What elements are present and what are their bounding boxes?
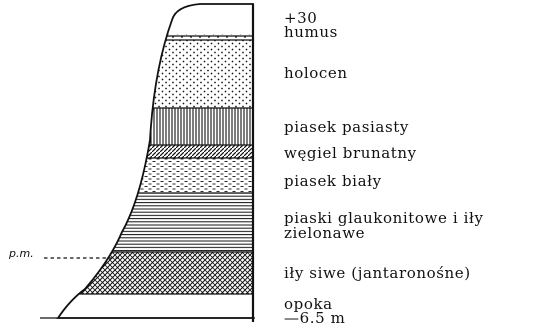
layer-piasek-pasiasty [40,108,254,145]
layer-label-humus: humus [284,25,338,40]
layer-label-wegiel-brunatny: węgiel brunatny [284,146,417,161]
layer-label-holocen: holocen [284,66,348,81]
layer-piaski-glaukonitowe [40,193,254,252]
layer-label-ily-siwe: iły siwe (jantaronośne) [284,266,471,281]
layer-label-piasek-bialy: piasek biały [284,174,382,189]
layer-humus-pattern [40,34,254,40]
layer-opoka [40,294,254,318]
layer-label-piasek-pasiasty: piasek pasiasty [284,120,409,135]
bottom-elevation-label: —6.5 m [284,311,345,326]
layer-holocen [40,40,254,108]
layer-humus-fill [40,0,254,36]
layer-piasek-bialy [40,158,254,193]
water-level-label: p.m. [9,247,34,260]
layer-label-zielonawe: zielonawe [284,226,365,241]
